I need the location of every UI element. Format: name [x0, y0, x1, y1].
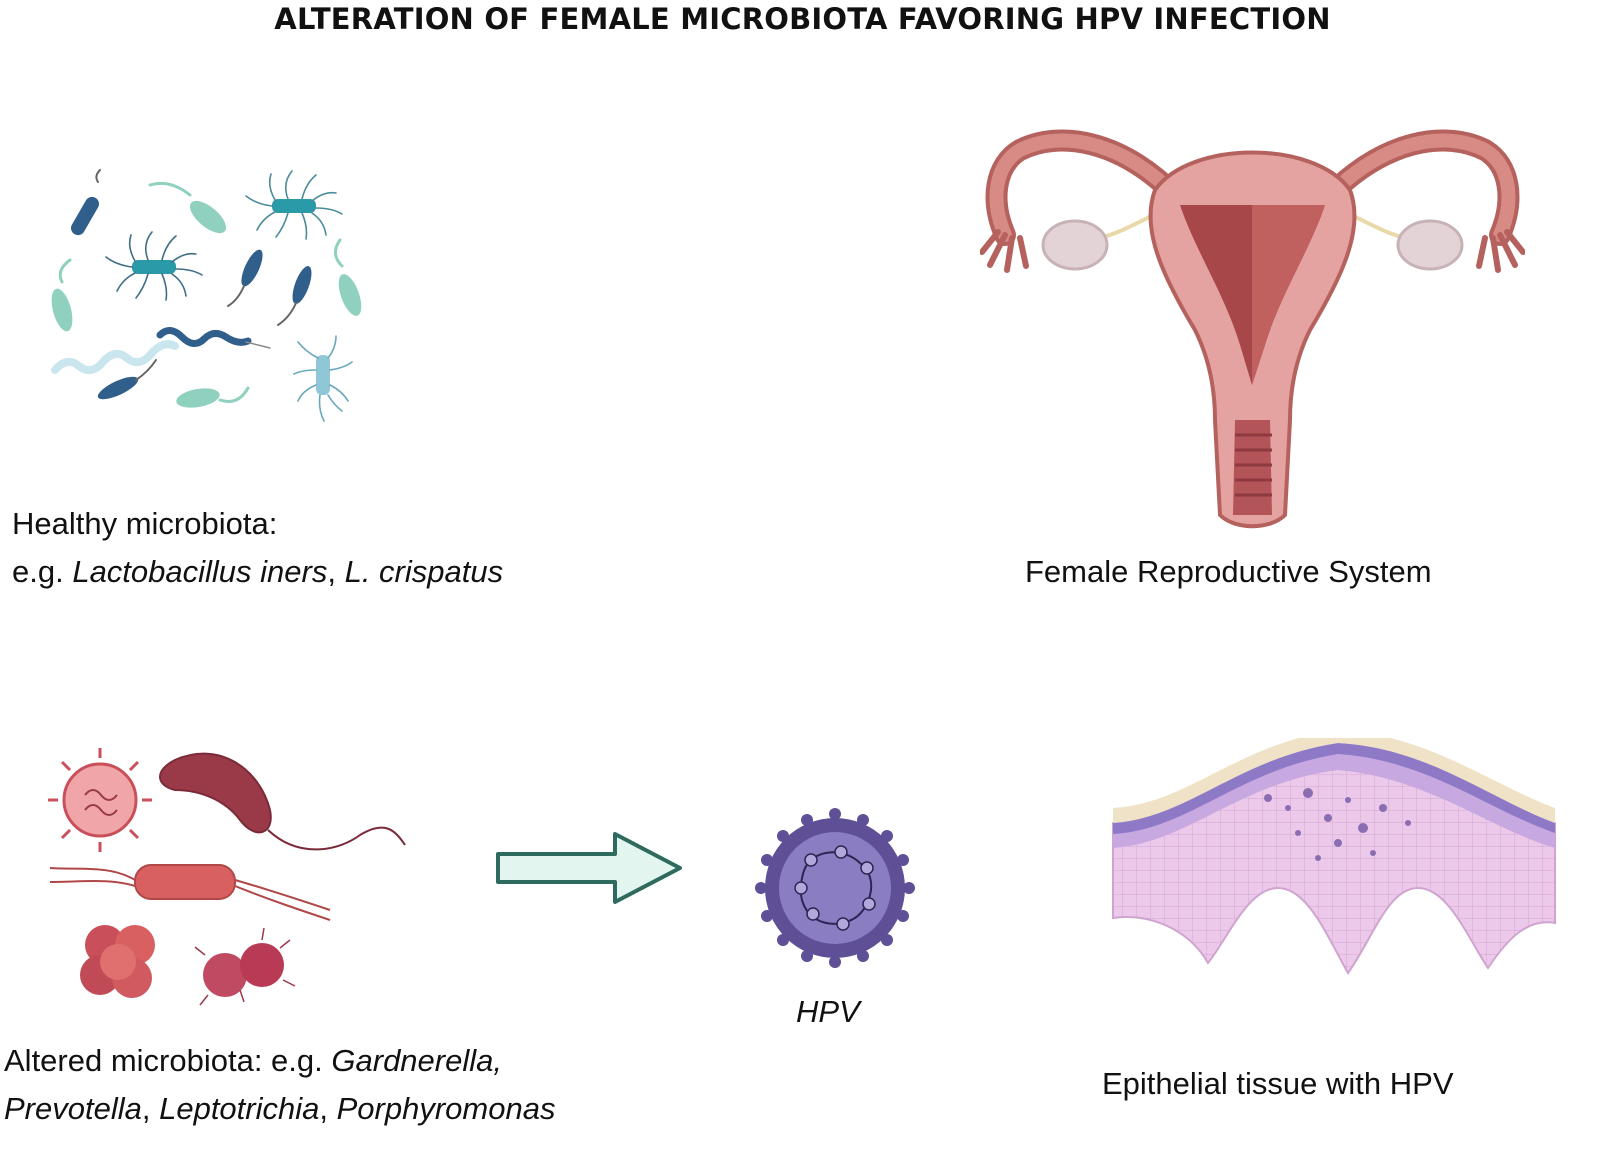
- ovary-left: [1041, 219, 1109, 271]
- altered-microbiota-illustration: [48, 748, 406, 1006]
- hpv-virion: [755, 808, 915, 968]
- curved-bacterium: [176, 386, 250, 408]
- genus-prevotella: Prevotella: [4, 1091, 142, 1126]
- epithelial-tissue-illustration: [1112, 738, 1556, 975]
- flagellated-bacterium-maroon: [159, 752, 406, 851]
- rod-bacterium: [227, 249, 263, 307]
- altered-caption-line1: Altered microbiota: e.g. Gardnerella,: [4, 1043, 502, 1078]
- curved-bacterium: [148, 181, 227, 234]
- epithelial-tissue-caption: Epithelial tissue with HPV: [1102, 1066, 1454, 1101]
- curved-bacterium: [51, 258, 73, 332]
- fimbriated-bacterium-teal: [245, 170, 343, 240]
- species-lactobacillus-iners: Lactobacillus iners: [72, 554, 328, 589]
- reproductive-system-caption: Female Reproductive System: [1025, 554, 1432, 589]
- altered-microbiota-caption: Altered microbiota: e.g. Gardnerella, Pr…: [4, 1037, 555, 1133]
- genus-porphyromonas: Porphyromonas: [336, 1091, 556, 1126]
- curved-bacterium: [334, 238, 362, 316]
- uterus-illustration: [980, 129, 1525, 529]
- genus-gardnerella: Gardnerella,: [331, 1043, 502, 1078]
- spirochete: [51, 340, 179, 375]
- genus-leptotrichia: Leptotrichia: [159, 1091, 320, 1126]
- fimbriated-bacterium-blue: [105, 231, 203, 301]
- coccus-cluster: [80, 925, 155, 998]
- healthy-microbiota-illustration: [51, 169, 362, 422]
- rod-bacterium: [71, 169, 101, 236]
- rod-bacterium: [97, 359, 157, 400]
- healthy-caption-line2: e.g. Lactobacillus iners, L. crispatus: [12, 554, 504, 589]
- fallopian-tube-right: [1319, 129, 1525, 273]
- rod-bacterium: [277, 266, 312, 326]
- altered-caption-line2: Prevotella, Leptotrichia, Porphyromonas: [4, 1091, 556, 1126]
- progression-arrow: [496, 832, 682, 904]
- ovary-right: [1396, 219, 1464, 271]
- healthy-microbiota-caption: Healthy microbiota: e.g. Lactobacillus i…: [12, 500, 503, 596]
- figure-title: ALTERATION OF FEMALE MICROBIOTA FAVORING…: [274, 2, 1331, 36]
- species-l-crispatus: L. crispatus: [344, 554, 504, 589]
- fimbriated-bacterium-light: [293, 335, 353, 422]
- fallopian-tube-left: [980, 129, 1186, 273]
- rod-bacterium-red: [49, 864, 331, 921]
- virus-particle: [48, 748, 152, 852]
- healthy-caption-line1: Healthy microbiota:: [12, 506, 278, 541]
- hpv-label: HPV: [796, 994, 860, 1029]
- uterus-body: [1148, 150, 1357, 529]
- spirochete: [156, 327, 271, 349]
- diplococcus: [194, 927, 296, 1006]
